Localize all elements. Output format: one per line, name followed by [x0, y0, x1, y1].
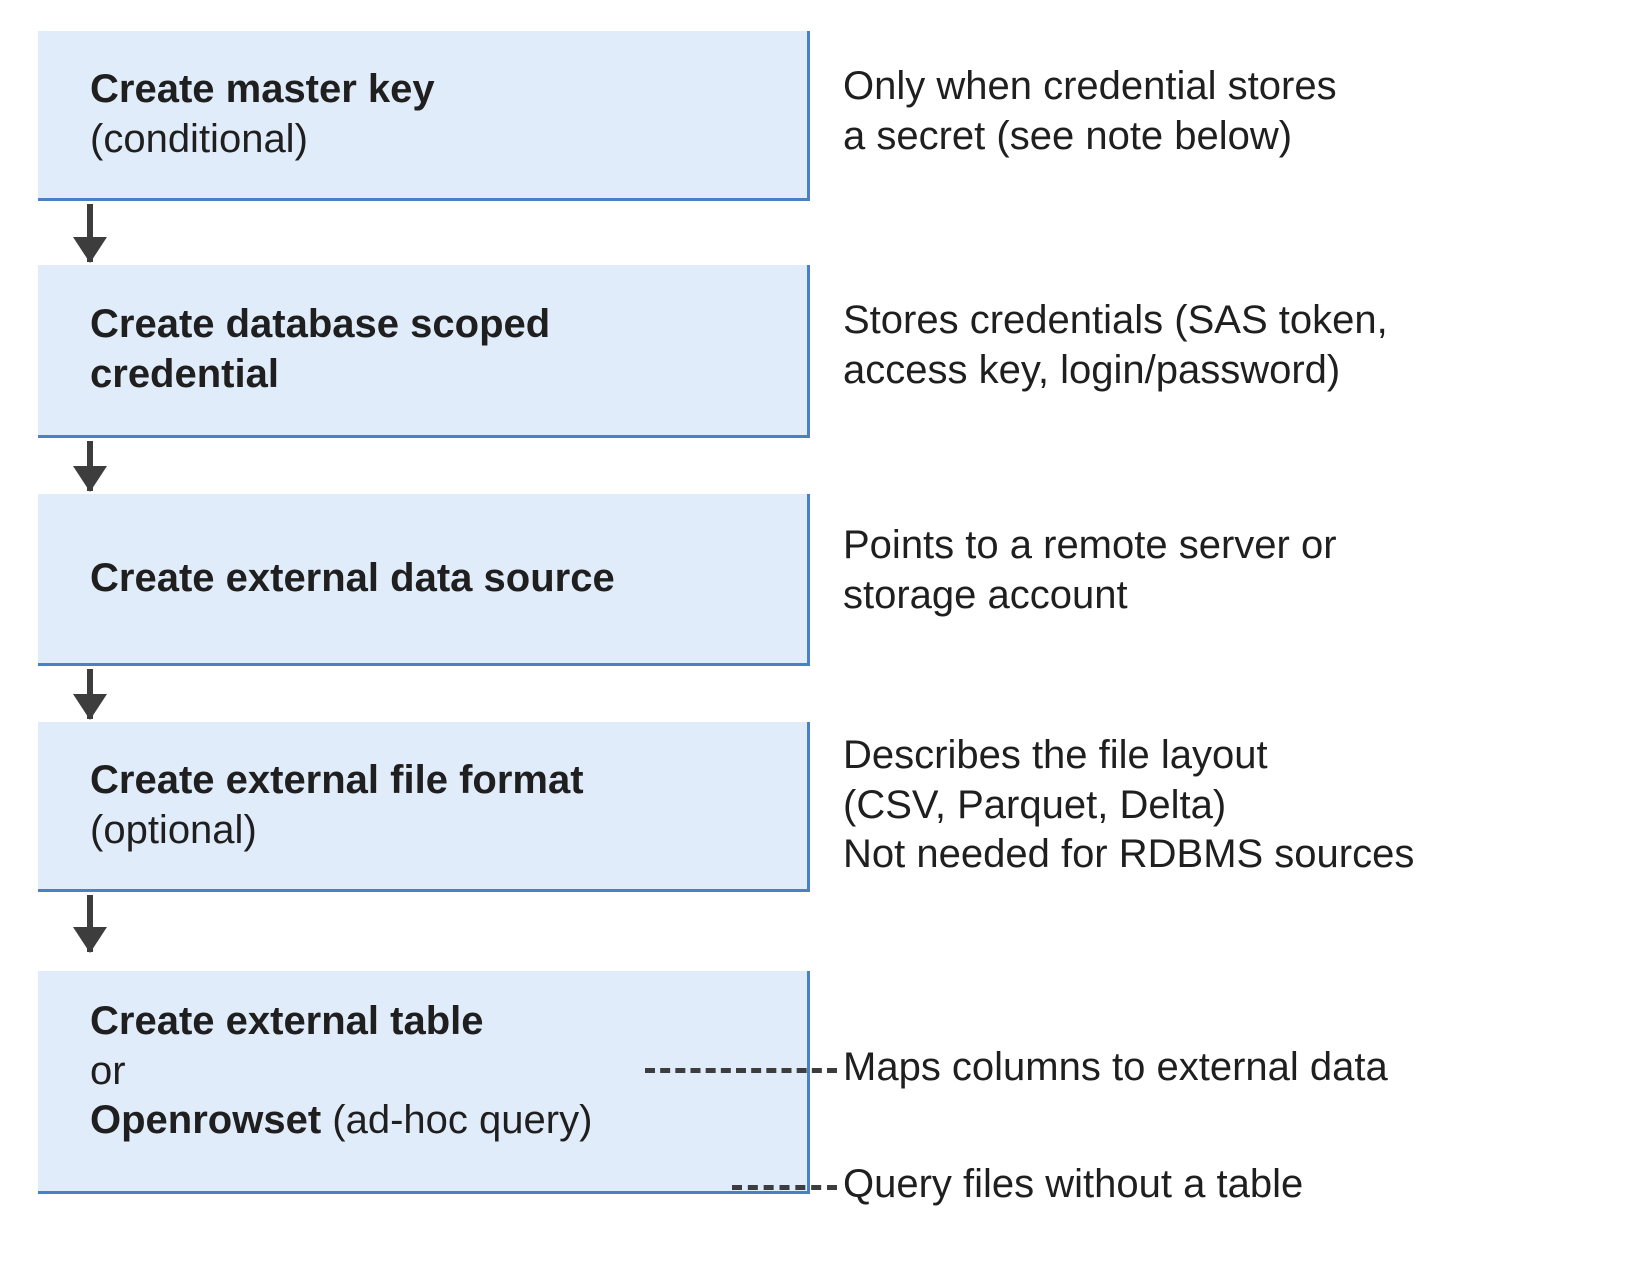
step-box-create-database-scoped-credential[interactable]: Create database scoped credential: [38, 265, 810, 438]
note-line: Describes the file layout: [843, 733, 1268, 777]
note-line: a secret (see note below): [843, 113, 1293, 158]
openrowset-label: Openrowset: [90, 1098, 322, 1143]
note-create-external-file-format: Describes the file layout (CSV, Parquet,…: [843, 731, 1633, 880]
step-title-create-external-file-format: Create external file format: [90, 757, 584, 802]
openrowset-qualifier: (ad-hoc query): [321, 1098, 593, 1143]
note-line: Points to a remote server or: [843, 523, 1337, 567]
step-title-create-master-key: Create master key: [90, 66, 435, 111]
note-line: (CSV, Parquet, Delta): [843, 782, 1227, 827]
note-create-external-table: Maps columns to external data: [843, 1043, 1633, 1093]
note-line: Query files without a table: [843, 1162, 1304, 1206]
note-openrowset: Query files without a table: [843, 1160, 1633, 1210]
step-box-create-external-table-or-openrowset[interactable]: Create external table or Openrowset (ad-…: [38, 971, 810, 1194]
note-line: Not needed for RDBMS sources: [843, 832, 1415, 877]
step-title-create-external-data-source: Create external data source: [90, 555, 615, 600]
note-line: access key, login/password): [843, 347, 1341, 392]
note-line: Maps columns to external data: [843, 1045, 1388, 1089]
step-box-create-external-data-source[interactable]: Create external data source: [38, 494, 810, 666]
note-line: Stores credentials (SAS token,: [843, 298, 1388, 342]
step-box-create-master-key[interactable]: Create master key (conditional): [38, 31, 810, 201]
note-create-database-scoped-credential: Stores credentials (SAS token, access ke…: [843, 296, 1633, 395]
step-connector-or: or: [90, 1048, 126, 1093]
note-line: storage account: [843, 572, 1128, 617]
note-line: Only when credential stores: [843, 64, 1337, 108]
step-title-create-database-scoped-credential-line2: credential: [90, 352, 279, 396]
arrow-data-source-to-file-format: [87, 669, 93, 719]
note-create-master-key: Only when credential stores a secret (se…: [843, 62, 1633, 161]
arrow-credential-to-data-source: [87, 441, 93, 491]
arrow-file-format-to-external-table: [87, 895, 93, 952]
step-box-create-external-file-format[interactable]: Create external file format (optional): [38, 722, 810, 892]
step-subtitle-conditional: (conditional): [90, 116, 308, 161]
note-create-external-data-source: Points to a remote server or storage acc…: [843, 521, 1633, 620]
step-title-openrowset: Openrowset (ad-hoc query): [90, 1096, 793, 1146]
dashed-link-external-table: [645, 1068, 837, 1073]
arrow-master-key-to-credential: [87, 204, 93, 262]
dashed-link-openrowset: [732, 1185, 837, 1190]
step-title-create-external-table: Create external table: [90, 999, 484, 1043]
step-subtitle-optional: (optional): [90, 807, 257, 852]
step-title-create-database-scoped-credential-line1: Create database scoped: [90, 302, 551, 347]
